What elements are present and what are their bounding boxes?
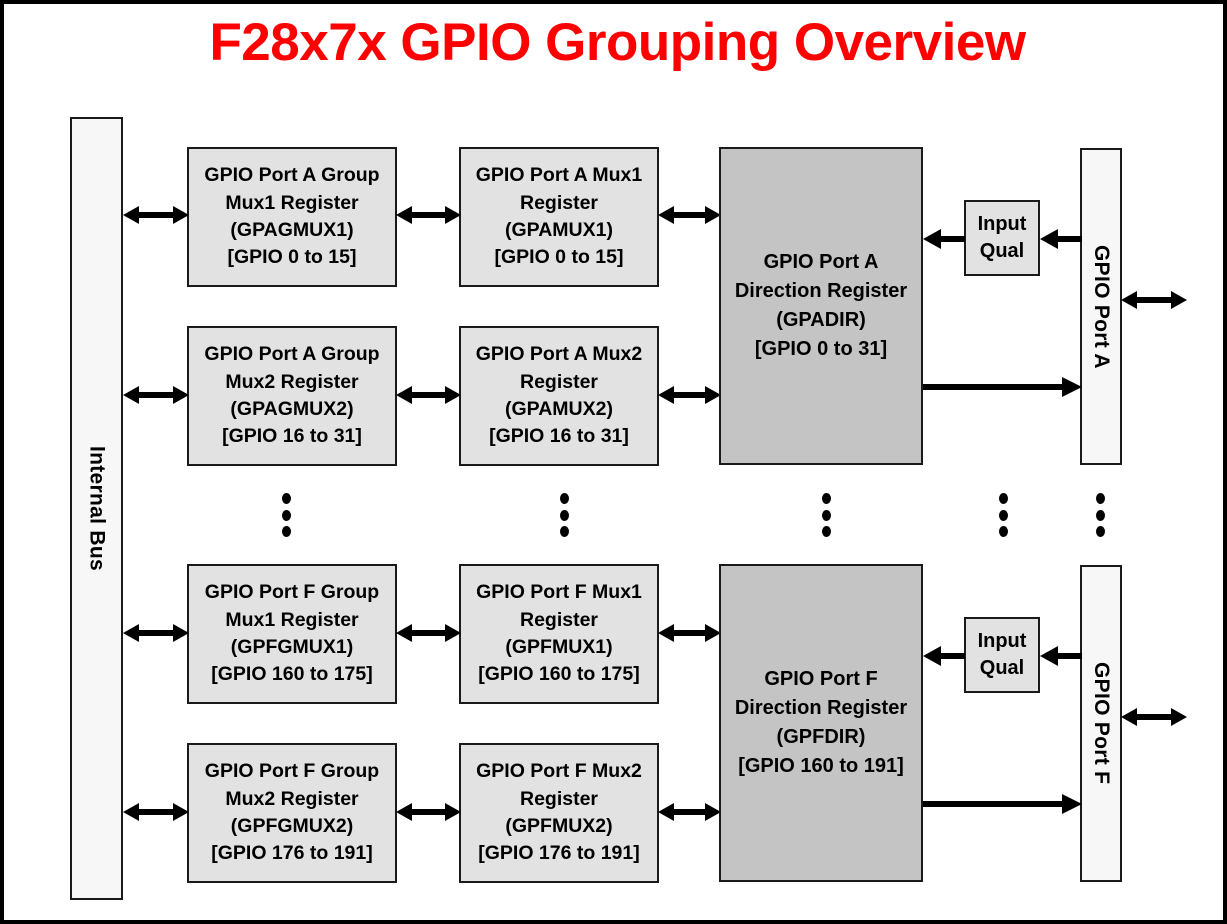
input-qual-box-port-a[interactable]: Input Qual (964, 200, 1040, 276)
bidirectional-arrow-icon (658, 381, 721, 409)
page-title: F28x7x GPIO Grouping Overview (209, 13, 1026, 72)
vertical-ellipsis-icon (822, 493, 831, 537)
register-line-4: [GPIO 160 to 175] (211, 663, 373, 686)
register-line-1: GPIO Port F (764, 668, 878, 690)
register-line-4: [GPIO 176 to 191] (211, 842, 373, 865)
arrow-right-icon (923, 373, 1082, 401)
register-line-1: GPIO Port F Mux2 (476, 760, 642, 783)
bidirectional-arrow-icon (658, 798, 721, 826)
input-qual-line-1: Input (977, 213, 1027, 235)
register-line-1: GPIO Port A Mux2 (475, 343, 643, 366)
register-line-1: GPIO Port A (763, 251, 879, 273)
arrow-left-icon (1040, 642, 1082, 670)
bidirectional-arrow-icon (123, 798, 189, 826)
pin-bar-port-a: GPIO Port A (1080, 148, 1122, 465)
register-line-3: (GPAMUX1) (505, 219, 613, 241)
register-line-3: (GPAGMUX2) (230, 398, 354, 420)
vertical-ellipsis-icon (560, 493, 569, 537)
internal-bus-label: Internal Bus (85, 446, 109, 571)
register-line-2: Register (519, 787, 599, 810)
register-line-3: (GPFGMUX1) (230, 636, 354, 658)
register-line-3: (GPFGMUX2) (230, 815, 354, 837)
register-line-2: Mux1 Register (225, 191, 359, 214)
input-qual-line-2: Qual (979, 240, 1025, 262)
register-box-gpagmux2[interactable]: GPIO Port A Group Mux2 Register (GPAGMUX… (187, 326, 397, 466)
register-line-3: (GPAMUX2) (505, 398, 613, 420)
register-line-2: Mux2 Register (225, 787, 359, 810)
register-line-1: GPIO Port A Group (204, 164, 380, 187)
register-box-gpfdir[interactable]: GPIO Port F Direction Register (GPFDIR) … (719, 564, 923, 882)
register-line-2: Mux1 Register (225, 608, 359, 631)
register-line-2: Direction Register (734, 280, 908, 302)
bidirectional-arrow-icon (396, 381, 461, 409)
register-box-gpfmux2[interactable]: GPIO Port F Mux2 Register (GPFMUX2) [GPI… (459, 743, 659, 883)
pin-bar-port-f: GPIO Port F (1080, 565, 1122, 882)
bidirectional-arrow-icon (123, 201, 189, 229)
input-qual-line-2: Qual (979, 657, 1025, 679)
register-line-2: Register (519, 608, 599, 631)
input-qual-box-port-f[interactable]: Input Qual (964, 617, 1040, 693)
bidirectional-arrow-icon (658, 201, 721, 229)
arrow-left-icon (923, 225, 965, 253)
register-box-gpamux1[interactable]: GPIO Port A Mux1 Register (GPAMUX1) [GPI… (459, 147, 659, 287)
register-line-1: GPIO Port F Group (204, 760, 380, 783)
bidirectional-arrow-icon (123, 619, 189, 647)
bidirectional-arrow-icon (1121, 286, 1187, 314)
register-line-1: GPIO Port A Mux1 (475, 164, 643, 187)
register-line-3: (GPFDIR) (776, 726, 866, 748)
register-line-4: [GPIO 160 to 175] (478, 663, 640, 686)
bidirectional-arrow-icon (1121, 703, 1187, 731)
bidirectional-arrow-icon (123, 381, 189, 409)
pin-bar-label: GPIO Port F (1090, 662, 1113, 785)
vertical-ellipsis-icon (282, 493, 291, 537)
register-line-4: [GPIO 0 to 15] (494, 246, 624, 269)
register-line-4: [GPIO 176 to 191] (478, 842, 640, 865)
register-box-gpagmux1[interactable]: GPIO Port A Group Mux1 Register (GPAGMUX… (187, 147, 397, 287)
register-line-3: (GPAGMUX1) (230, 219, 354, 241)
register-line-1: GPIO Port A Group (204, 343, 380, 366)
pin-bar-label: GPIO Port A (1090, 244, 1113, 369)
internal-bus-bar: Internal Bus (70, 117, 123, 900)
bidirectional-arrow-icon (396, 619, 461, 647)
register-line-2: Mux2 Register (225, 370, 359, 393)
register-line-3: (GPADIR) (776, 309, 866, 331)
register-line-1: GPIO Port F Mux1 (476, 581, 642, 604)
vertical-ellipsis-icon (999, 493, 1008, 537)
register-line-1: GPIO Port F Group (204, 581, 380, 604)
input-qual-line-1: Input (977, 630, 1027, 652)
register-line-2: Register (519, 370, 599, 393)
register-line-3: (GPFMUX2) (505, 815, 613, 837)
register-line-3: (GPFMUX1) (505, 636, 613, 658)
register-box-gpamux2[interactable]: GPIO Port A Mux2 Register (GPAMUX2) [GPI… (459, 326, 659, 466)
register-line-2: Register (519, 191, 599, 214)
bidirectional-arrow-icon (396, 798, 461, 826)
register-line-4: [GPIO 16 to 31] (489, 425, 629, 448)
register-box-gpfgmux1[interactable]: GPIO Port F Group Mux1 Register (GPFGMUX… (187, 564, 397, 704)
register-line-4: [GPIO 16 to 31] (222, 425, 362, 448)
register-line-2: Direction Register (734, 697, 908, 719)
bidirectional-arrow-icon (396, 201, 461, 229)
register-line-4: [GPIO 0 to 31] (754, 338, 888, 360)
arrow-left-icon (1040, 225, 1082, 253)
arrow-right-icon (923, 790, 1082, 818)
arrow-left-icon (923, 642, 965, 670)
register-box-gpfgmux2[interactable]: GPIO Port F Group Mux2 Register (GPFGMUX… (187, 743, 397, 883)
register-line-4: [GPIO 0 to 15] (227, 246, 357, 269)
register-line-4: [GPIO 160 to 191] (738, 755, 904, 777)
register-box-gpfmux1[interactable]: GPIO Port F Mux1 Register (GPFMUX1) [GPI… (459, 564, 659, 704)
bidirectional-arrow-icon (658, 619, 721, 647)
vertical-ellipsis-icon (1096, 493, 1105, 537)
register-box-gpadir[interactable]: GPIO Port A Direction Register (GPADIR) … (719, 147, 923, 465)
